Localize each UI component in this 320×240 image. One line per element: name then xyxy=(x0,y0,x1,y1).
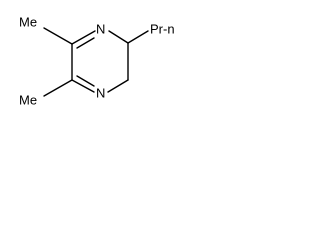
atom-n-bottom: N xyxy=(96,85,105,100)
atom-methyl-bottom: Me xyxy=(19,92,37,107)
molecule-svg: N N Me Me Pr-n xyxy=(19,14,175,107)
atom-methyl-top: Me xyxy=(19,14,37,29)
bond-c2-n1 xyxy=(71,30,96,45)
structure-diagram: N N Me Me Pr-n xyxy=(0,0,233,133)
bond-c2-n1-double xyxy=(76,37,95,49)
bond-c3-n4-double xyxy=(76,75,95,87)
bond-n4-c3 xyxy=(71,79,95,93)
bond-c5-n4 xyxy=(107,79,129,93)
bond-n1-c6 xyxy=(108,30,129,44)
bond-c2-methyl xyxy=(43,27,73,45)
atom-n-top: N xyxy=(96,21,105,36)
bond-c3-methyl xyxy=(43,79,73,97)
bond-c6-propyl xyxy=(127,30,149,44)
atom-propyl: Pr-n xyxy=(150,21,175,36)
